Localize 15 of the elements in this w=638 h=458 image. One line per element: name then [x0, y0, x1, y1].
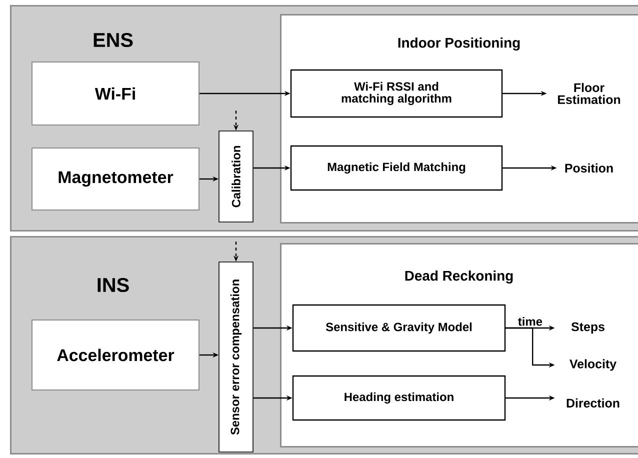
output-label: Floor Estimation — [558, 82, 620, 104]
output-label: Steps — [571, 322, 604, 334]
process-box: Sensitive & Gravity Model — [292, 304, 506, 352]
output-label: Position — [565, 163, 613, 173]
sensor-box: Wi-Fi — [32, 62, 200, 126]
output-label: Direction — [566, 398, 620, 408]
sensor-box: Accelerometer — [32, 320, 200, 390]
sensor-box: Magnetometer — [32, 148, 200, 210]
processing-box: Calibration — [218, 130, 254, 222]
output-label: Velocity — [570, 359, 616, 371]
process-box: Magnetic Field Matching — [290, 145, 503, 191]
process-box: Wi-Fi RSSI and matching algorithm — [290, 69, 503, 118]
processing-box: Sensor error compensation — [218, 262, 254, 452]
edge-label: time — [518, 317, 542, 326]
process-box: Heading estimation — [292, 375, 506, 421]
